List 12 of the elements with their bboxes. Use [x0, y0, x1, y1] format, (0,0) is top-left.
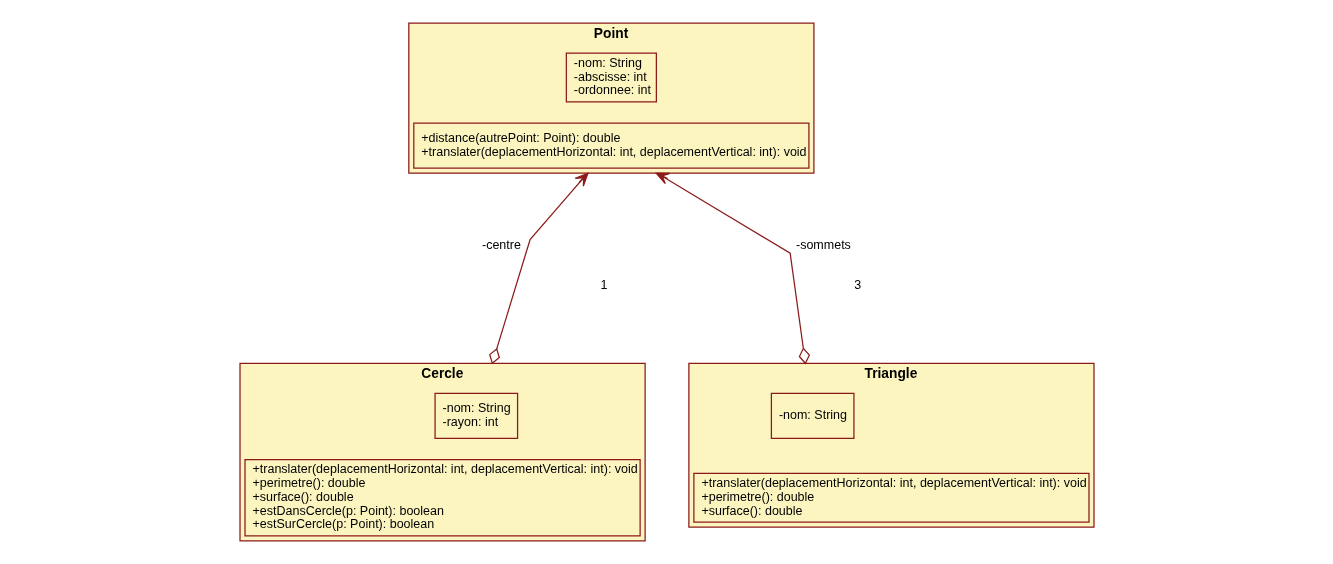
label: 1: [599, 277, 607, 292]
label: 3: [853, 277, 861, 292]
node-box: -nom: String -abscisse: int -ordonnee: int: [565, 52, 657, 103]
edge-label: -sommets: [795, 238, 851, 253]
arrow: [488, 172, 589, 365]
node-box: -nom: String -rayon: int: [433, 392, 518, 439]
arrow: [655, 172, 810, 365]
node-box: +translater(deplacementHorizontal: int, deplacementVertical: int): void +perimetre(): double +surface(): double +estDansCercle(p: Point): boolean +estSurCercle(p: Point): boolean: [243, 458, 641, 537]
node-box: +translater(deplacementHorizontal: int, deplacementVertical: int): void +perimetre(): double +surface(): double: [692, 472, 1090, 523]
node-box: -nom: String: [770, 392, 855, 439]
edge-label: -centre: [481, 238, 521, 253]
node-box: +distance(autrePoint: Point): double +translater(deplacementHorizontal: int, deplacementVertical: int): void: [412, 122, 810, 169]
